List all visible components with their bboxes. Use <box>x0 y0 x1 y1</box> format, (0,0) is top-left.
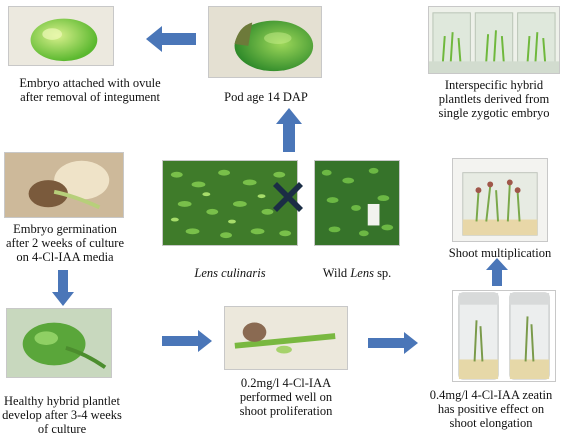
shoot-multiplication-photo <box>452 158 548 242</box>
arrow-up-right <box>486 258 508 286</box>
embryo-ovule-photo <box>8 6 114 66</box>
caption-healthy-plantlet: Healthy hybrid plantlet develop after 3-… <box>2 394 122 436</box>
arrow-right-bottom-2 <box>368 332 418 354</box>
wild-lens-photo <box>314 160 400 246</box>
caption-pod-age: Pod age 14 DAP <box>224 90 308 104</box>
caption-hybrid-plantlets: Interspecific hybrid plantlets derived f… <box>438 78 550 120</box>
caption-wild-suffix: sp. <box>373 266 392 280</box>
caption-wild-species: Lens <box>350 266 374 280</box>
caption-germination: Embryo germination after 2 weeks of cult… <box>6 222 124 264</box>
caption-wild-lens: Wild Lens sp. <box>300 252 414 280</box>
germination-photo <box>4 152 124 218</box>
healthy-plantlet-photo <box>6 308 112 378</box>
caption-proliferation: 0.2mg/l 4-Cl-IAA performed well on shoot… <box>239 376 333 418</box>
arrow-up-center <box>276 108 302 152</box>
arrow-left-top <box>146 26 196 52</box>
caption-shoot-multiplication: Shoot multiplication <box>448 246 552 260</box>
caption-wild-prefix: Wild <box>322 266 351 280</box>
pod-photo <box>208 6 322 78</box>
proliferation-photo <box>224 306 348 370</box>
elongation-vials-photo <box>452 290 556 382</box>
cross-icon <box>273 182 303 212</box>
hybrid-plantlets-photo <box>428 6 560 74</box>
caption-lens-culinaris-text: Lens culinaris <box>194 266 266 280</box>
caption-embryo-attached: Embryo attached with ovule after removal… <box>19 76 161 104</box>
arrow-right-bottom-1 <box>162 330 212 352</box>
arrow-down-left <box>52 270 74 306</box>
caption-elongation: 0.4mg/l 4-Cl-IAA zeatin has positive eff… <box>429 388 553 430</box>
caption-lens-culinaris: Lens culinaris <box>162 252 298 280</box>
